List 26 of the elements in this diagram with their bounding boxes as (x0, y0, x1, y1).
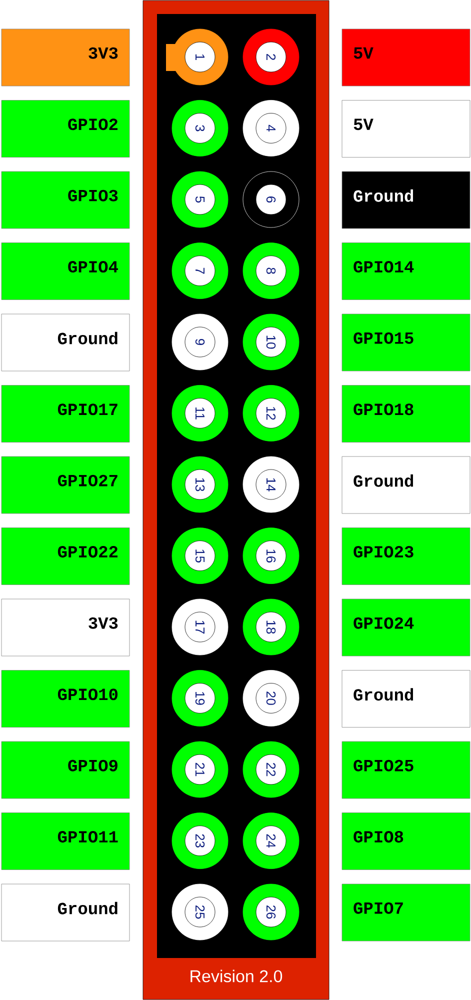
pin-label-box: GPIO10 (1, 670, 130, 728)
pin-label-box: GPIO11 (1, 812, 130, 870)
pin-label-box: GPIO24 (342, 598, 470, 656)
pin-label-box: Ground (342, 670, 470, 728)
pin-label-box: GPIO25 (342, 741, 470, 799)
pin-label-box: GPIO9 (1, 741, 130, 799)
pin-label-box: GPIO22 (1, 528, 130, 585)
pin-label-box: 3V3 (1, 598, 130, 656)
pin-label-box: GPIO3 (1, 171, 130, 229)
pin-label-box: GPIO2 (1, 100, 130, 158)
pin-label-box: Ground (342, 456, 470, 514)
pin-label-box: GPIO18 (342, 385, 470, 442)
pin-label-box: Ground (1, 314, 130, 372)
pin-label-box: 3V3 (1, 28, 130, 86)
pin-label-box: GPIO7 (342, 884, 470, 942)
pin-label-box: GPIO4 (1, 242, 130, 300)
pin-label-box: 5V (342, 28, 470, 86)
pin-label-box: GPIO17 (1, 385, 130, 442)
pin-label-box: Ground (342, 171, 470, 229)
pin-label-box: GPIO14 (342, 242, 470, 300)
pin-label-box: Ground (1, 884, 130, 942)
pin-label-box: GPIO8 (342, 812, 470, 870)
pin-label-box: GPIO23 (342, 528, 470, 585)
pin-label-box: GPIO27 (1, 456, 130, 514)
pin-label-box: 5V (342, 100, 470, 158)
pin-label-box: GPIO15 (342, 314, 470, 372)
